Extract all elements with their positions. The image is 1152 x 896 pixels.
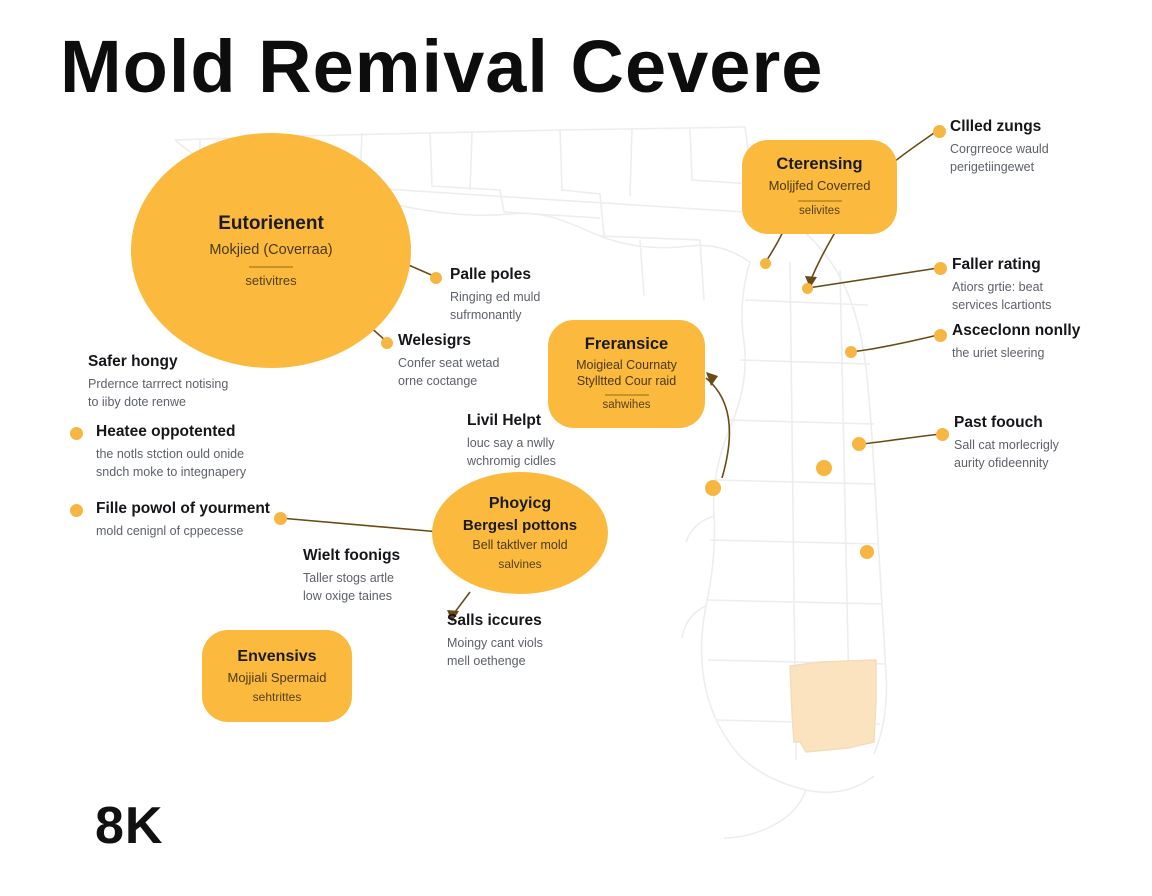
- bubble-divider: [604, 393, 649, 396]
- map-dot-lower-east[interactable]: [816, 460, 832, 476]
- bubble-footnote: sahwihes: [602, 398, 651, 411]
- bubble-footnote: selivites: [799, 204, 840, 217]
- annotation-heatee-oppotented[interactable]: Heatee oppotented the notls stction ould…: [96, 423, 246, 481]
- annotation-line-1: Moingy cant viols: [447, 635, 543, 650]
- annotation-title: Heatee oppotented: [96, 423, 236, 440]
- annotation-safer-hongy[interactable]: Safer hongy Prdernce tarrrect notising t…: [88, 353, 228, 411]
- annotation-salls-iccures[interactable]: Salls iccures Moingy cant viols mell oet…: [447, 612, 543, 670]
- anno-dot-past-foouch[interactable]: [936, 428, 949, 441]
- anno-dot-wielt-foonigs[interactable]: [274, 512, 287, 525]
- annotation-line-2: aurity ofideennity: [954, 455, 1049, 470]
- annotation-title: Safer hongy: [88, 353, 178, 370]
- annotation-line-1: the uriet sleering: [952, 345, 1045, 360]
- annotation-title: Fille powol of yourment: [96, 500, 270, 517]
- bubble-title: Freransice: [584, 335, 669, 354]
- annotation-line-2: wchromig cidles: [467, 453, 556, 468]
- annotation-title: Salls iccures: [447, 612, 542, 629]
- map-dot-mid-peninsula[interactable]: [845, 346, 857, 358]
- bubble-title: Eutorienent: [218, 212, 324, 234]
- annotation-line-1: Taller stogs artle: [303, 570, 395, 585]
- annotation-palle-poles[interactable]: Palle poles Ringing ed muld sufrmonantly: [450, 266, 540, 324]
- annotation-line-1: mold cenignl of cppecesse: [96, 523, 244, 538]
- map-dot-central-east[interactable]: [802, 283, 813, 294]
- annotation-title: Cllled zungs: [950, 118, 1042, 135]
- map-dot-gulf-coast[interactable]: [705, 480, 721, 496]
- annotation-line-1: Prdernce tarrrect notising: [88, 376, 229, 391]
- bubble-title: Phoyicg: [488, 494, 552, 512]
- annotation-line-2: services lcartionts: [952, 297, 1052, 312]
- annotation-line-1: the notls stction ould onide: [96, 446, 245, 461]
- highlighted-county: [789, 659, 877, 753]
- anno-dot-palle-poles[interactable]: [430, 272, 442, 284]
- annotation-title: Livil Helpt: [467, 412, 542, 429]
- bubble-phoyicg[interactable]: Phoyicg Bergesl pottons Bell taktlver mo…: [432, 472, 608, 594]
- annotation-asceclonn-nonlly[interactable]: Asceclonn nonlly the uriet sleering: [952, 322, 1080, 362]
- annotation-title: Welesigrs: [398, 332, 471, 349]
- map-dot-south-east[interactable]: [852, 437, 866, 451]
- anno-dot-faller-rating[interactable]: [934, 262, 947, 275]
- bubble-subtitle: Mokjied (Coverraa): [209, 241, 333, 258]
- annotation-line-2: orne coctange: [398, 373, 478, 388]
- annotation-line-2: low oxige taines: [303, 588, 392, 603]
- annotation-line-1: Corgrreoce wauld: [950, 141, 1049, 156]
- annotation-title: Faller rating: [952, 256, 1041, 273]
- bubble-title: Envensivs: [237, 647, 317, 665]
- bubble-footnote: sehtrittes: [252, 689, 302, 704]
- bubble-subtitle-2: Bell taktlver mold: [472, 538, 568, 553]
- annotation-welesigrs[interactable]: Welesigrs Confer seat wetad orne coctang…: [398, 332, 499, 390]
- anno-dot-file-powol[interactable]: [70, 504, 83, 517]
- annotation-line-2: mell oethenge: [447, 653, 526, 668]
- annotation-title: Asceclonn nonlly: [952, 322, 1081, 339]
- annotation-past-foouch[interactable]: Past foouch Sall cat morlecrigly aurity …: [954, 414, 1059, 472]
- annotation-title: Wielt foonigs: [303, 547, 401, 564]
- page-title: Mold Remival Cevere: [60, 25, 824, 108]
- annotation-file-powol[interactable]: Fille powol of yourment mold cenignl of …: [96, 500, 270, 540]
- bubble-subtitle-2: Stylltted Cour raid: [576, 374, 677, 389]
- map-dot-south-tip[interactable]: [860, 545, 874, 559]
- annotation-faller-rating[interactable]: Faller rating Atiors grtie: beat service…: [952, 256, 1051, 314]
- annotation-line-1: louc say a nwlly: [467, 435, 555, 450]
- bubble-footnote: setivitres: [245, 272, 297, 288]
- annotation-line-2: sufrmonantly: [450, 307, 522, 322]
- anno-dot-welesigrs[interactable]: [381, 337, 393, 349]
- bubble-subtitle: Moigieal Cournaty: [576, 358, 677, 373]
- bubble-subtitle: Bergesl pottons: [462, 517, 578, 535]
- annotation-title: Past foouch: [954, 414, 1043, 431]
- annotation-line-1: Atiors grtie: beat: [952, 279, 1044, 294]
- annotation-line-1: Ringing ed muld: [450, 289, 541, 304]
- annotation-line-1: Sall cat morlecrigly: [954, 437, 1059, 452]
- bubble-envensivs[interactable]: Envensivs Mojjiali Spermaid sehtrittes: [202, 630, 352, 722]
- anno-dot-heatee[interactable]: [70, 427, 83, 440]
- bubble-title: Cterensing: [776, 155, 863, 174]
- annotation-clled-zungs[interactable]: Cllled zungs Corgrreoce wauld perigetiin…: [950, 118, 1049, 176]
- bubble-footnote: salvines: [498, 556, 542, 571]
- summary-stat: 8K: [95, 797, 164, 855]
- annotation-line-2: to iiby dote renwe: [88, 394, 186, 409]
- map-dot-panhandle-east[interactable]: [760, 258, 771, 269]
- anno-dot-clled-zungs[interactable]: [933, 125, 946, 138]
- bubble-eutorienent[interactable]: Eutorienent Mokjied (Coverraa) setivitre…: [131, 133, 411, 368]
- annotation-livil-helpt[interactable]: Livil Helpt louc say a nwlly wchromig ci…: [467, 412, 556, 470]
- bubble-freransice[interactable]: Freransice Moigieal Cournaty Stylltted C…: [548, 320, 705, 428]
- annotation-title: Palle poles: [450, 266, 531, 283]
- bubble-subtitle: Mojjiali Spermaid: [227, 670, 327, 686]
- bubble-cterensing[interactable]: Cterensing Moljjfed Coverred selivites: [742, 140, 897, 234]
- bubble-divider: [797, 199, 842, 202]
- annotation-wielt-foonigs[interactable]: Wielt foonigs Taller stogs artle low oxi…: [303, 547, 400, 605]
- annotation-line-2: perigetiingewet: [950, 159, 1035, 174]
- bubble-divider: [249, 265, 293, 268]
- annotation-line-1: Confer seat wetad: [398, 355, 500, 370]
- bubble-subtitle: Moljjfed Coverred: [768, 178, 871, 194]
- annotation-line-2: sndch moke to integnapery: [96, 464, 247, 479]
- anno-dot-asceclonn[interactable]: [934, 329, 947, 342]
